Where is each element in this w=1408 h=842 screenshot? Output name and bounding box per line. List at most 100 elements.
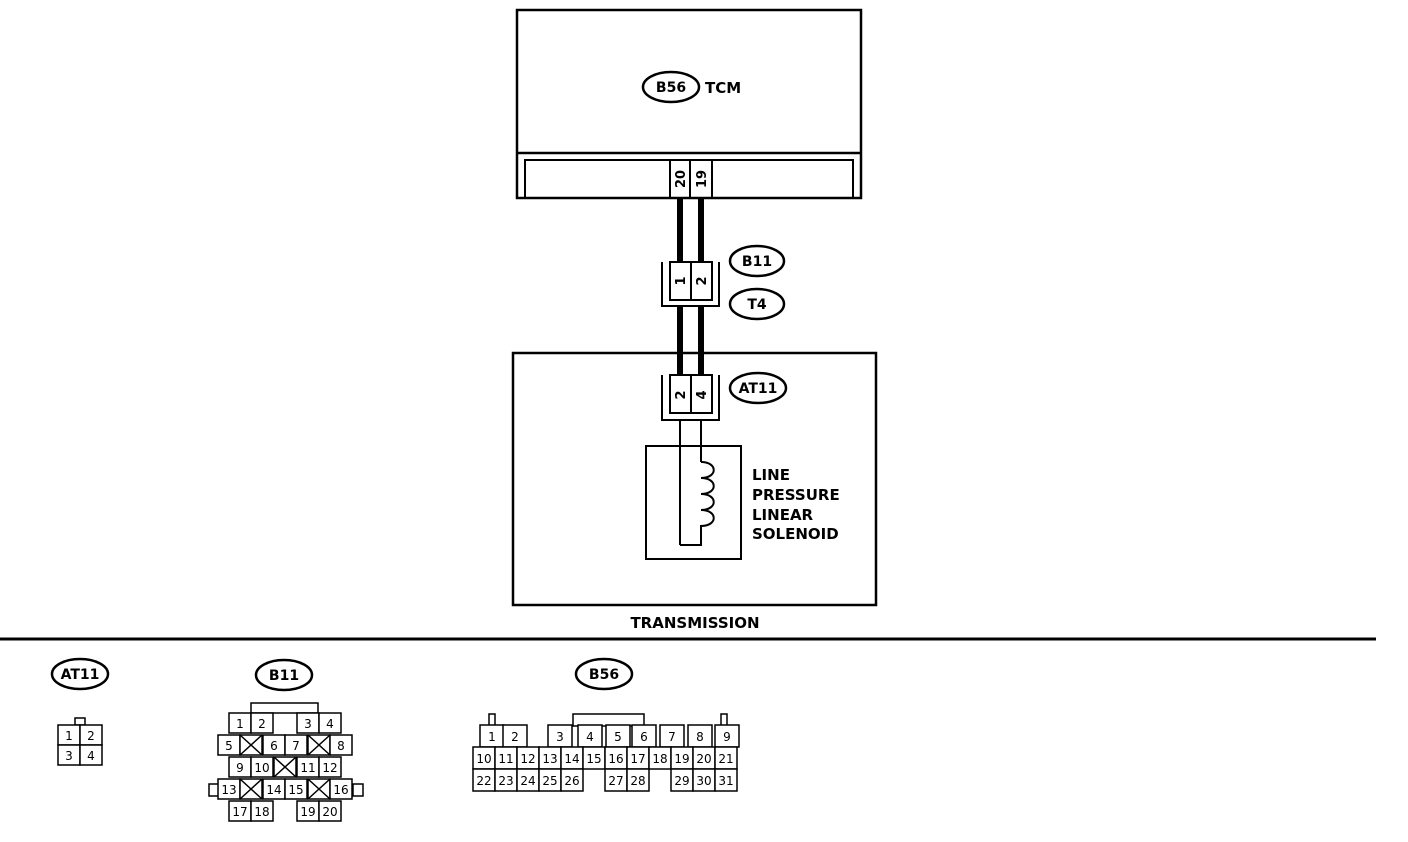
- tcm-connector-oval: [641, 70, 701, 104]
- b56-pin-9: 9: [723, 730, 731, 744]
- b56-pin-18: 18: [652, 752, 667, 766]
- b56-pin-10: 10: [476, 752, 491, 766]
- b56-pin-27: 27: [608, 774, 623, 788]
- b11-t4-connector: 1 2 B11 T4: [661, 244, 786, 321]
- b11-pin-16: 16: [333, 783, 348, 797]
- b56-pin-14: 14: [564, 752, 579, 766]
- b11-cell: [250, 800, 274, 822]
- solenoid-label-line3: LINEAR: [752, 506, 814, 524]
- b11-blank-cross: [239, 734, 263, 756]
- b11-pin-15: 15: [288, 783, 303, 797]
- b56-pin-31: 31: [718, 774, 733, 788]
- b11-face-id: B11: [269, 668, 299, 684]
- b11-pin-1: 1: [236, 717, 244, 731]
- b56-pin-3: 3: [556, 730, 564, 744]
- tcm-pin-20: 20: [674, 170, 689, 188]
- b56-face-id: B56: [589, 667, 619, 683]
- b56-pin-11: 11: [498, 752, 513, 766]
- b56-pin-13: 13: [542, 752, 557, 766]
- b56-pin-20: 20: [696, 752, 711, 766]
- b56-pin-2: 2: [511, 730, 519, 744]
- b56-pin-16: 16: [608, 752, 623, 766]
- tcm-connector-id: B56: [656, 80, 686, 96]
- b56-pin-22: 22: [476, 774, 491, 788]
- b11-pin-3: 3: [304, 717, 312, 731]
- at11-pin-2: 2: [674, 390, 689, 399]
- b11-cell: [250, 756, 274, 778]
- at11-face-id: AT11: [61, 667, 100, 683]
- at11-id: AT11: [739, 381, 778, 397]
- b11-cell: [250, 712, 274, 734]
- at11-pin-3: 3: [65, 749, 73, 763]
- transmission-block: TRANSMISSION: [511, 351, 878, 632]
- wire-pair: [677, 198, 704, 375]
- b56-pin-15: 15: [586, 752, 601, 766]
- b11-cell: [329, 734, 353, 756]
- b11-pin-1: 1: [674, 276, 689, 285]
- t4-id: T4: [747, 297, 767, 313]
- b56-pin-6: 6: [640, 730, 648, 744]
- t4-oval: [728, 287, 786, 321]
- b11-pin-2: 2: [695, 276, 710, 285]
- b11-pin-4: 4: [326, 717, 334, 731]
- at11-pin-4: 4: [87, 749, 95, 763]
- b11-blank-cross: [273, 756, 297, 778]
- b56-pin-12: 12: [520, 752, 535, 766]
- b11-pin-8: 8: [337, 739, 345, 753]
- b56-pin-7: 7: [668, 730, 676, 744]
- transmission-label: TRANSMISSION: [630, 614, 759, 632]
- b11-blank-cross: [307, 778, 331, 800]
- b56-pin-30: 30: [696, 774, 711, 788]
- b11-pin-13: 13: [221, 783, 236, 797]
- tcm-pin-19: 19: [695, 170, 710, 188]
- b56-cell: [626, 768, 650, 792]
- b11-cell: [329, 778, 353, 800]
- b56-pin-26: 26: [564, 774, 579, 788]
- b11-id: B11: [742, 254, 772, 270]
- solenoid-label-line1: LINE: [752, 466, 790, 484]
- b56-pin-21: 21: [718, 752, 733, 766]
- b11-cell: [284, 734, 308, 756]
- b11-pin-7: 7: [292, 739, 300, 753]
- b11-pin-20: 20: [322, 805, 337, 819]
- b11-pin-5: 5: [225, 739, 233, 753]
- b11-cell: [284, 778, 308, 800]
- b11-oval: [728, 244, 786, 278]
- b11-pin-14: 14: [266, 783, 281, 797]
- at11-pin-1: 1: [65, 729, 73, 743]
- solenoid-label-line4: SOLENOID: [752, 525, 839, 543]
- b56-pin-1: 1: [488, 730, 496, 744]
- b11-pin-12: 12: [322, 761, 337, 775]
- at11-oval: [728, 371, 788, 405]
- b56-pin-28: 28: [630, 774, 645, 788]
- b56-pin-17: 17: [630, 752, 645, 766]
- b11-pin-2: 2: [258, 717, 266, 731]
- b56-pin-5: 5: [614, 730, 622, 744]
- b11-blank-cross: [307, 734, 331, 756]
- line-pressure-solenoid: LINE PRESSURE LINEAR SOLENOID: [645, 420, 840, 560]
- b11-cell: [318, 756, 342, 778]
- at11-pin-2: 2: [87, 729, 95, 743]
- b56-pin-25: 25: [542, 774, 557, 788]
- b56-cell: [714, 768, 738, 792]
- at11-connector: 2 4 AT11: [661, 371, 788, 421]
- solenoid-label-line2: PRESSURE: [752, 486, 840, 504]
- b11-pin-10: 10: [254, 761, 269, 775]
- b11-cell: [318, 800, 342, 822]
- at11-pin-4: 4: [695, 390, 710, 399]
- b56-pin-19: 19: [674, 752, 689, 766]
- b56-pin-8: 8: [696, 730, 704, 744]
- b56-pin-24: 24: [520, 774, 535, 788]
- tcm-module: B56 TCM 20 19: [515, 8, 863, 200]
- b11-pin-9: 9: [236, 761, 244, 775]
- coil-icon: [680, 461, 715, 546]
- tcm-label: TCM: [705, 79, 741, 97]
- b56-pin-29: 29: [674, 774, 689, 788]
- b11-pin-19: 19: [300, 805, 315, 819]
- b56-pin-23: 23: [498, 774, 513, 788]
- b11-cell: [318, 712, 342, 734]
